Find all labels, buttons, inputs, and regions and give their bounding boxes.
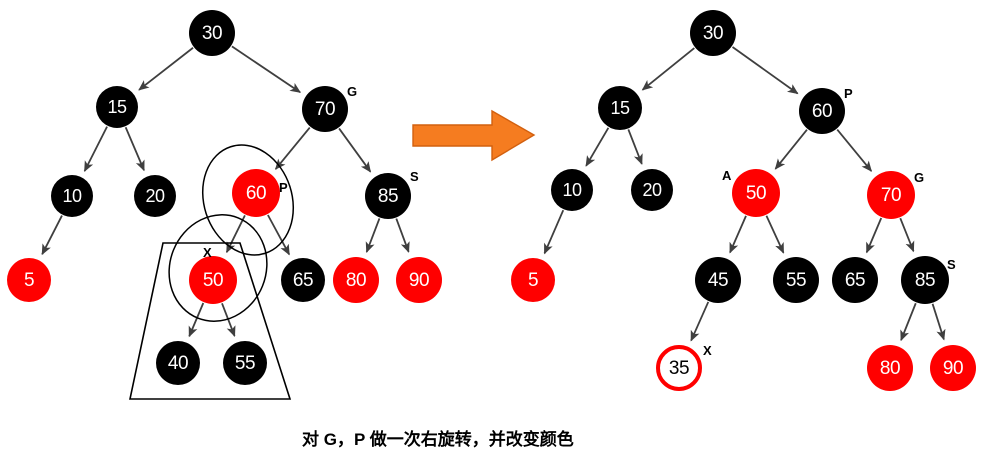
tree-edge [865, 217, 883, 254]
tree-edge [627, 129, 643, 165]
node-role-label-X: X [203, 245, 212, 260]
tree-node-5: 5 [7, 258, 51, 302]
tree-edge [225, 215, 246, 254]
tree-edge [836, 128, 873, 172]
tree-edge [900, 302, 917, 342]
node-role-label-P: P [279, 180, 288, 195]
tree-edge [899, 217, 915, 253]
tree-node-30: 30 [189, 10, 235, 56]
node-role-label-S: S [410, 169, 419, 184]
node-role-label-G: G [914, 170, 925, 185]
node-role-label-S: S [947, 257, 956, 272]
tree-node-5: 5 [511, 258, 555, 302]
tree-node-90: 90 [930, 345, 976, 391]
tree-edge [774, 129, 808, 170]
tree-node-15: 15 [96, 86, 138, 128]
tree-node-80: 80 [333, 257, 379, 303]
tree-edge [338, 127, 372, 173]
tree-node-80: 80 [867, 345, 913, 391]
tree-node-45: 45 [695, 257, 741, 303]
tree-node-20: 20 [631, 169, 673, 211]
tree-node-65: 65 [832, 257, 878, 303]
tree-node-20: 20 [134, 175, 176, 217]
tree-node-55: 55 [773, 257, 819, 303]
tree-edge [543, 209, 565, 255]
tree-edge [231, 45, 302, 94]
tree-node-10: 10 [51, 175, 93, 217]
tree-node-65: 65 [281, 258, 325, 302]
tree-edge [641, 47, 695, 91]
tree-edge [585, 127, 610, 167]
tree-node-70: 70 [302, 86, 348, 132]
tree-edge [188, 302, 205, 338]
tree-edge [731, 46, 799, 95]
tree-node-50: 50 [732, 169, 780, 217]
tree-node-10: 10 [551, 169, 593, 211]
tree-node-85: 85 [365, 173, 411, 219]
node-role-label-P: P [844, 86, 853, 101]
tree-node-40: 40 [156, 341, 200, 385]
node-role-label-A: A [722, 168, 732, 183]
tree-edge [41, 215, 63, 256]
tree-edge [138, 47, 194, 91]
tree-node-55: 55 [223, 341, 267, 385]
tree-edge [365, 218, 381, 253]
node-role-label-G: G [347, 84, 358, 99]
tree-edge [765, 215, 785, 254]
tree-edge [690, 301, 710, 342]
tree-edge [221, 303, 236, 337]
tree-edge [267, 214, 291, 256]
tree-node-60: 60 [799, 88, 845, 134]
tree-node-15: 15 [598, 86, 642, 130]
tree-edge [395, 218, 410, 253]
node-role-label-X: X [703, 343, 712, 358]
tree-edge [729, 215, 747, 254]
tree-node-90: 90 [396, 257, 442, 303]
tree-node-85: 85 [901, 256, 949, 304]
tree-node-70: 70 [867, 171, 915, 219]
tree-node-30: 30 [690, 10, 736, 56]
diagram-caption: 对 G，P 做一次右旋转，并改变颜色 [302, 430, 574, 449]
tree-edge [274, 126, 311, 170]
tree-node-35: 35 [656, 345, 702, 391]
tree-edge [124, 126, 145, 172]
transform-arrow [412, 109, 536, 162]
tree-node-60: 60 [232, 169, 280, 217]
tree-node-50: 50 [189, 256, 237, 304]
tree-edge [931, 303, 946, 341]
tree-edge [83, 126, 108, 172]
